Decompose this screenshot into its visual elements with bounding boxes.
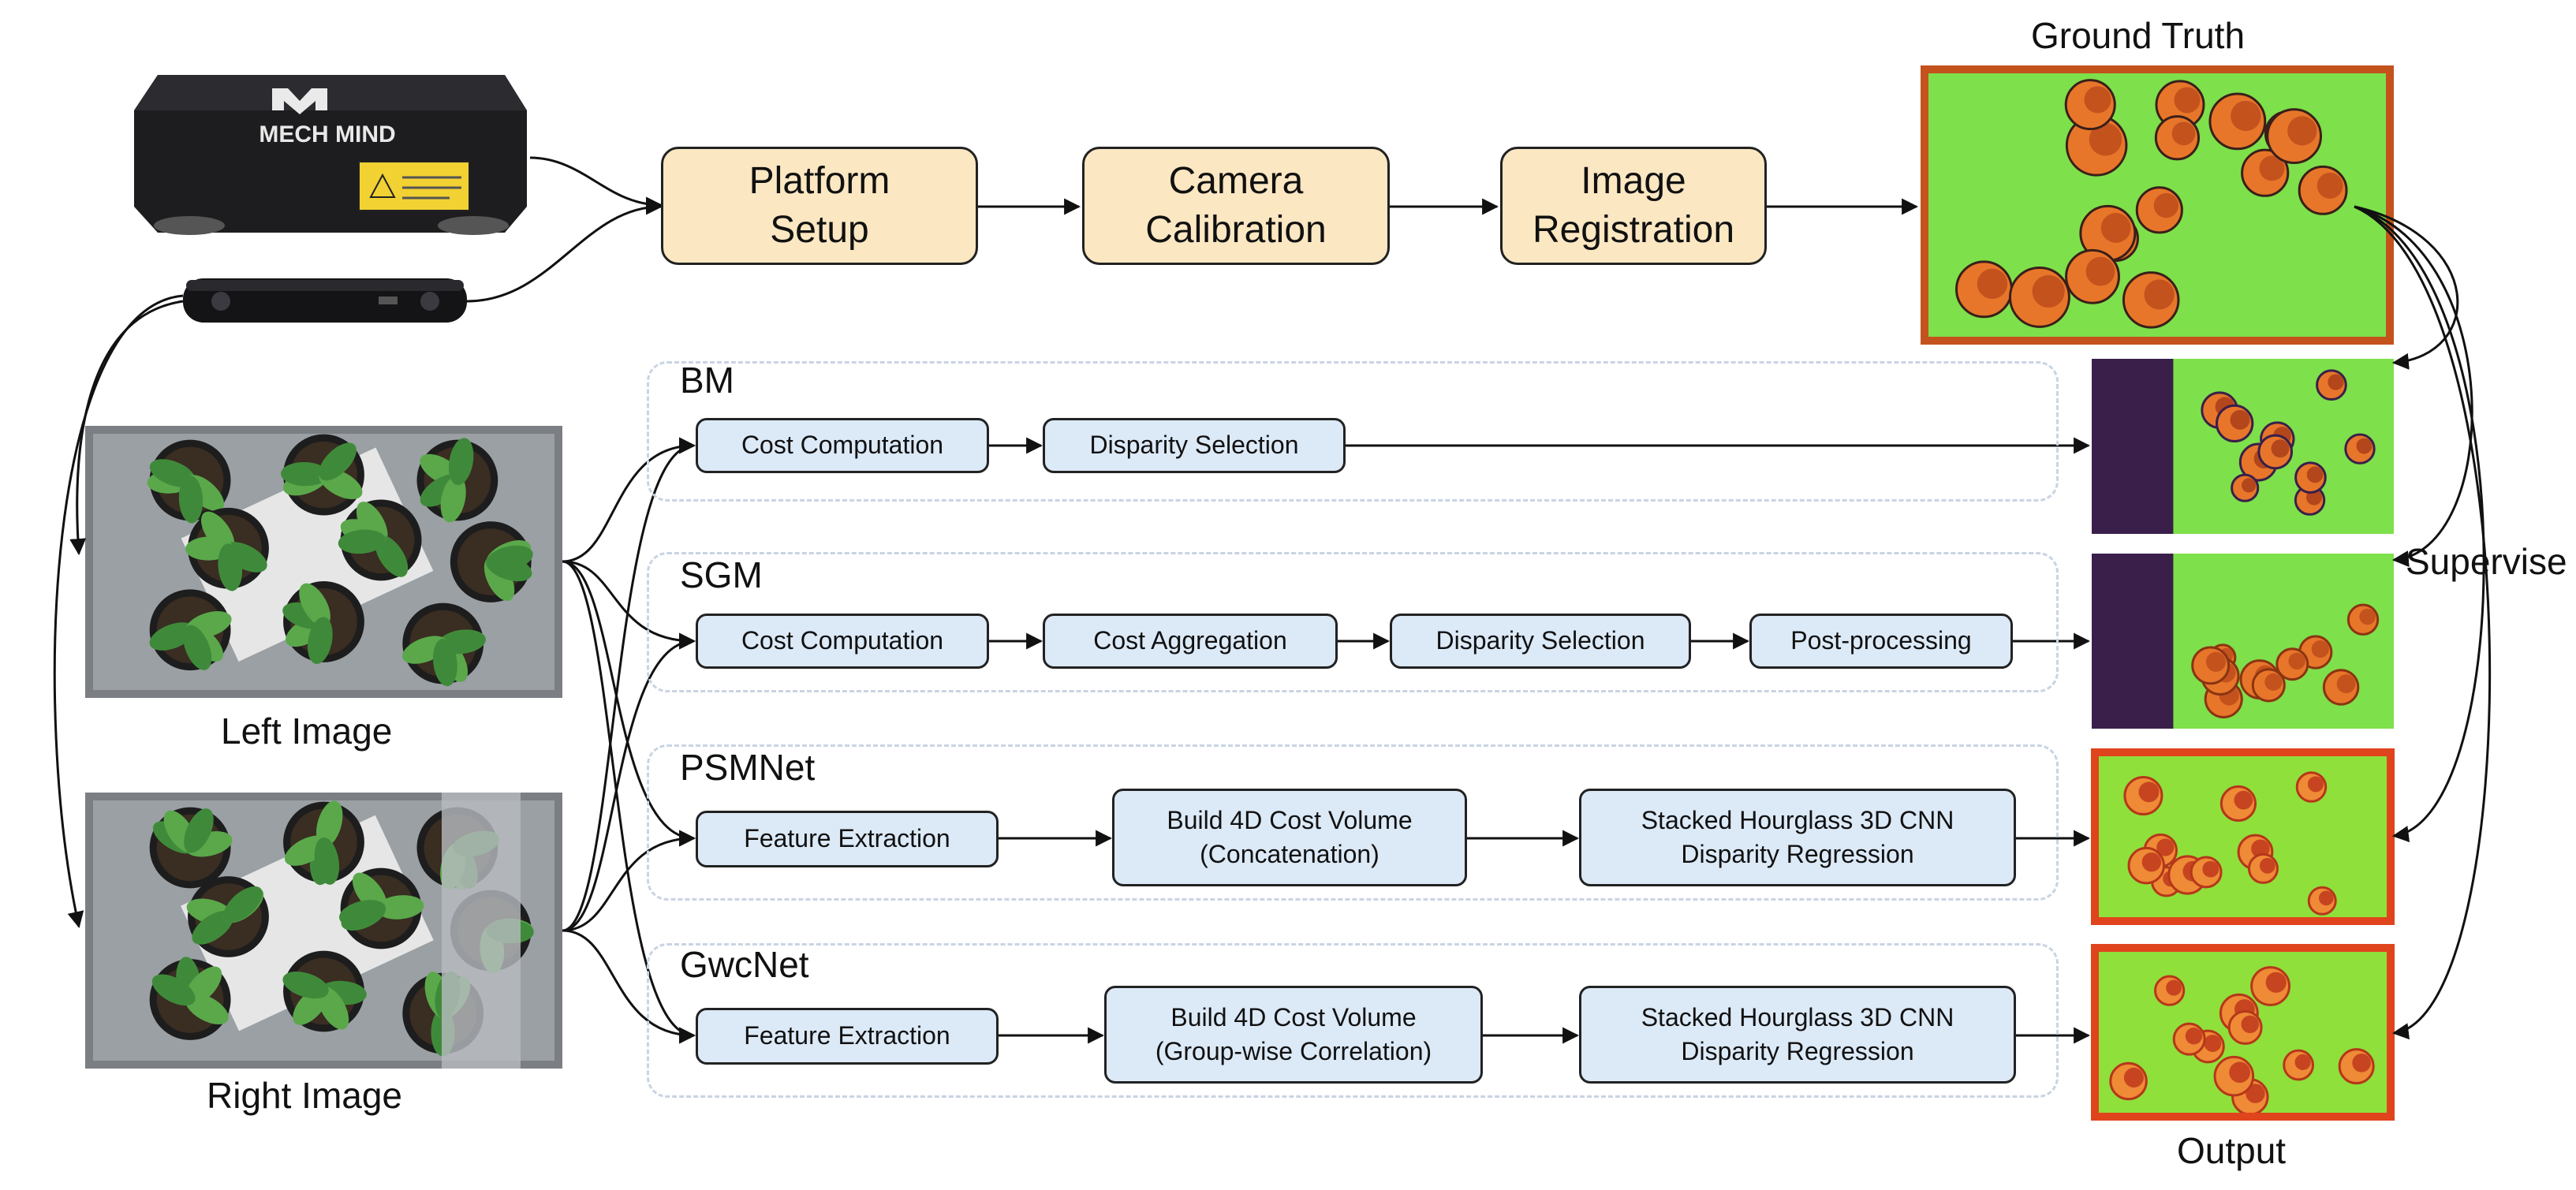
psmnet-output-disparity-map (2091, 748, 2395, 925)
sgm-post-processing-box: Post-processing (1749, 614, 2013, 669)
arrow-stereo-to-right (53, 294, 184, 929)
sgm-label: SGM (680, 554, 763, 595)
psmnet-label: PSMNet (680, 747, 816, 788)
ground-truth-disparity-map (1921, 65, 2394, 345)
plant-leaf (432, 638, 457, 687)
arrow-supervise-sgm (2354, 205, 2473, 568)
plant-leaf (486, 545, 533, 572)
arrow-stereo-to-left (69, 300, 184, 556)
plant-leaf (184, 808, 214, 853)
input-to-method-arrow (562, 560, 696, 847)
bm-disparity-selection-box: Disparity Selection (1043, 418, 1346, 473)
bm-group (647, 361, 2059, 502)
plant-leaf (151, 974, 196, 1006)
laser-warning-label (358, 161, 470, 211)
plant-leaf (319, 442, 357, 481)
input-to-method-arrow (562, 632, 696, 932)
gwcnet-group (647, 943, 2059, 1098)
gwcnet-cost-volume-box: Build 4D Cost Volume (Group-wise Correla… (1104, 986, 1483, 1084)
gwcnet-hourglass-cnn-box: Stacked Hourglass 3D CNN Disparity Regre… (1579, 986, 2016, 1084)
camera-calibration-box: Camera Calibration (1082, 147, 1390, 265)
supervise-label: Supervise (2406, 541, 2567, 582)
plant-leaf (317, 986, 349, 1030)
psmnet-feature-extraction-box: Feature Extraction (696, 811, 999, 867)
plant-leaf (282, 972, 329, 999)
input-to-method-arrow (562, 560, 696, 650)
input-fan-arrows (562, 437, 696, 1044)
input-to-method-arrow (562, 437, 696, 932)
platform-setup-box: Platform Setup (661, 147, 978, 265)
plant-leaf (314, 837, 340, 885)
gwcnet-feature-extraction-box: Feature Extraction (696, 1008, 999, 1065)
plant-leaf (149, 622, 196, 651)
bm-output-disparity-map (2092, 359, 2394, 534)
plant-leaf (223, 886, 263, 923)
plant-leaf (183, 625, 212, 670)
input-to-method-arrow (562, 830, 696, 932)
image-registration-box: Image Registration (1500, 147, 1767, 265)
sgm-group (647, 552, 2059, 692)
input-to-method-arrow (562, 929, 696, 1044)
gwcnet-output-disparity-map (2091, 944, 2395, 1121)
left-image (85, 426, 562, 698)
plant-leaf (178, 475, 203, 524)
arrow-supervise-bm (2354, 205, 2459, 370)
method-step-arrows (989, 437, 2091, 1044)
plant-leaf (375, 535, 409, 577)
psmnet-group (647, 744, 2059, 901)
input-to-method-arrow (562, 437, 696, 563)
mechmind-logo-icon (272, 88, 327, 114)
sgm-output-disparity-map (2092, 554, 2394, 729)
output-label: Output (2177, 1130, 2287, 1171)
arrow-stereo-to-setup (466, 198, 663, 303)
plant-leaf (299, 583, 330, 627)
ground-truth-label: Ground Truth (2031, 15, 2246, 56)
plant-leaf (339, 900, 386, 927)
bm-cost-computation-box: Cost Computation (696, 418, 989, 473)
arrow-mechmind-to-setup (529, 156, 663, 214)
right-image-label: Right Image (207, 1075, 403, 1116)
sgm-disparity-selection-box: Disparity Selection (1390, 614, 1691, 669)
mechmind-logo-text: MECH MIND (259, 121, 395, 147)
plant-leaf (448, 438, 474, 486)
plant-leaf (281, 461, 329, 487)
plant-leaf (218, 543, 243, 591)
plant-leaf (192, 910, 233, 945)
input-to-method-arrow (562, 560, 696, 1044)
stereo-camera-device (183, 278, 467, 323)
arrow-supervise-gwcnet (2354, 205, 2492, 1040)
gwcnet-label: GwcNet (680, 944, 809, 985)
bm-label: BM (680, 360, 734, 401)
sgm-cost-aggregation-box: Cost Aggregation (1043, 614, 1338, 669)
plant-leaf (307, 617, 333, 665)
plant-leaf (315, 800, 343, 848)
psmnet-hourglass-cnn-box: Stacked Hourglass 3D CNN Disparity Regre… (1579, 789, 2016, 886)
right-image (85, 793, 562, 1069)
mechmind-camera-device (134, 75, 527, 235)
plant-leaf (440, 475, 466, 523)
left-image-label: Left Image (221, 711, 393, 752)
sgm-cost-computation-box: Cost Computation (696, 614, 989, 669)
plant-leaf (338, 529, 386, 554)
plant-leaf (376, 895, 424, 920)
psmnet-cost-volume-box: Build 4D Cost Volume (Concatenation) (1112, 789, 1467, 886)
